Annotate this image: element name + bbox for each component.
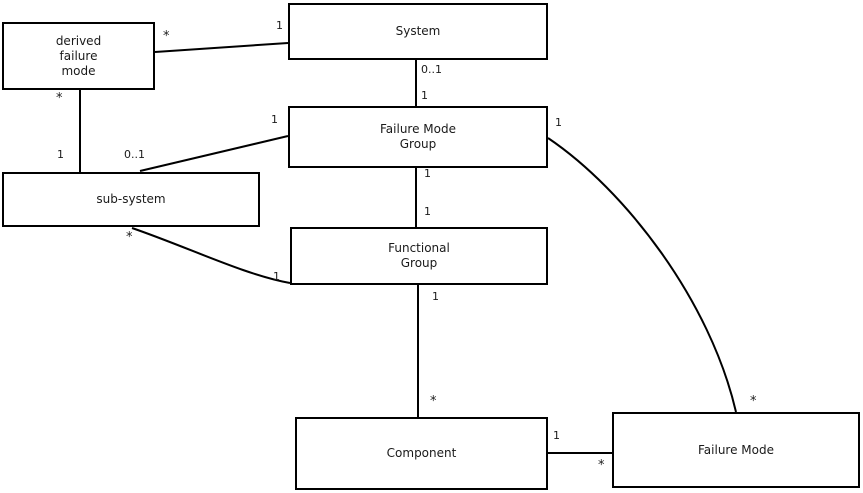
multiplicity-label-m-fmg-fg-one-top: 1 — [424, 167, 431, 180]
class-box-sub-system[interactable]: sub-system — [2, 172, 260, 227]
multiplicity-label-m-fg-comp-one: 1 — [432, 290, 439, 303]
multiplicity-label-m-comp-fm-one: 1 — [553, 429, 560, 442]
multiplicity-label-m-comp-fm-star: * — [598, 458, 605, 473]
class-box-derived-failure-mode[interactable]: derived failure mode — [2, 22, 155, 90]
multiplicity-label-m-fmg-fg-one-bottom: 1 — [424, 205, 431, 218]
class-name-label: derived failure mode — [55, 33, 102, 78]
class-box-component[interactable]: Component — [295, 417, 548, 490]
class-name-label: Functional Group — [388, 241, 450, 270]
class-box-system[interactable]: System — [288, 3, 548, 60]
class-name-label: Failure Mode — [698, 442, 774, 457]
association-line — [547, 137, 737, 413]
multiplicity-label-m-fg-comp-star: * — [430, 394, 437, 409]
class-box-functional-group[interactable]: Functional Group — [290, 227, 548, 285]
multiplicity-label-m-dfm-system-star: * — [163, 29, 170, 44]
class-name-label: Failure Mode Group — [380, 122, 456, 151]
multiplicity-label-m-subsys-fmg-one: 1 — [271, 113, 278, 126]
class-name-label: sub-system — [96, 192, 166, 206]
association-line — [131, 227, 291, 284]
class-box-failure-mode-group[interactable]: Failure Mode Group — [288, 106, 548, 168]
association-line — [154, 42, 289, 53]
multiplicity-label-m-dfm-system-one: 1 — [276, 19, 283, 32]
multiplicity-label-m-system-fmg-one: 1 — [421, 89, 428, 102]
class-box-failure-mode[interactable]: Failure Mode — [612, 412, 860, 488]
multiplicity-label-m-fmg-fm-star: * — [750, 394, 757, 409]
class-name-label: Component — [386, 446, 457, 460]
multiplicity-label-m-dfm-subsys-star: * — [56, 91, 63, 106]
multiplicity-label-m-dfm-subsys-one: 1 — [57, 148, 64, 161]
multiplicity-label-m-subsys-fg-star: * — [126, 230, 133, 245]
multiplicity-label-m-fmg-fm-one: 1 — [555, 116, 562, 129]
multiplicity-label-m-subsys-fg-one: 1 — [273, 270, 280, 283]
multiplicity-label-m-subsys-fmg-zero-one: 0..1 — [124, 148, 145, 161]
class-name-label: System — [395, 24, 441, 38]
association-line — [139, 135, 289, 172]
multiplicity-label-m-system-fmg-zero-one: 0..1 — [421, 63, 442, 76]
